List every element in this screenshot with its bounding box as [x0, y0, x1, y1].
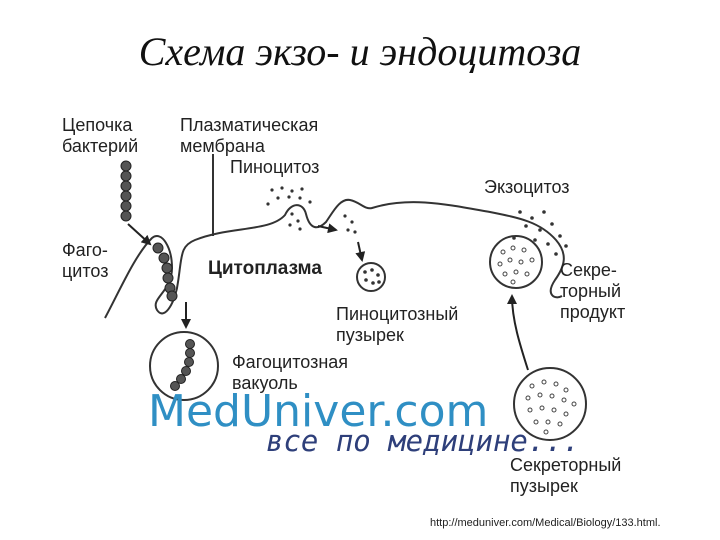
secreted-particles: [512, 210, 568, 256]
exocytosis-vesicle-content: [497, 245, 535, 285]
label-pinocytotic-vesicle: Пиноцитозный пузырек: [336, 304, 459, 345]
pinocytotic-vesicle: [356, 262, 386, 292]
watermark-brand: MedUniver.com: [148, 386, 489, 437]
watermark-slogan: все по медицине...: [266, 424, 581, 458]
label-secretory-product: Секре- торный продукт: [560, 260, 626, 322]
source-url: http://meduniver.com/Medical/Biology/133…: [430, 517, 661, 529]
label-exocytosis: Экзоцитоз: [484, 177, 570, 197]
label-bacteria-chain: Цепочка бактерий: [62, 115, 139, 156]
pinocytosis-arrow-1: [317, 223, 338, 234]
pinocytotic-vesicle-content: [363, 268, 381, 285]
phagocytic-vacuole: [149, 331, 219, 401]
vacuole-bacteria: [170, 339, 195, 391]
label-phagocytosis: Фаго- цитоз: [62, 240, 109, 281]
pinocytosis-arrow-2: [355, 241, 366, 262]
label-phagocytic-vacuole: Фагоцитозная вакуоль: [232, 352, 349, 393]
page-title: Схема экзо- и эндоцитоза: [138, 29, 582, 74]
label-cytoplasm: Цитоплазма: [208, 258, 322, 279]
secretion-arrow: [507, 294, 529, 371]
bacteria-chain: [120, 160, 178, 302]
label-pinocytosis: Пиноцитоз: [230, 157, 320, 177]
label-secretory-vesicle: Секреторный пузырек: [510, 455, 622, 496]
secretory-vesicle-content: [525, 379, 577, 435]
exocytosis-vesicle: [489, 235, 543, 289]
bacteria-arrow: [127, 223, 152, 246]
pinocytosis-particles: [266, 186, 357, 234]
label-plasma-membrane: Плазматическая мембрана: [180, 115, 319, 156]
secretory-vesicle: [513, 367, 587, 441]
